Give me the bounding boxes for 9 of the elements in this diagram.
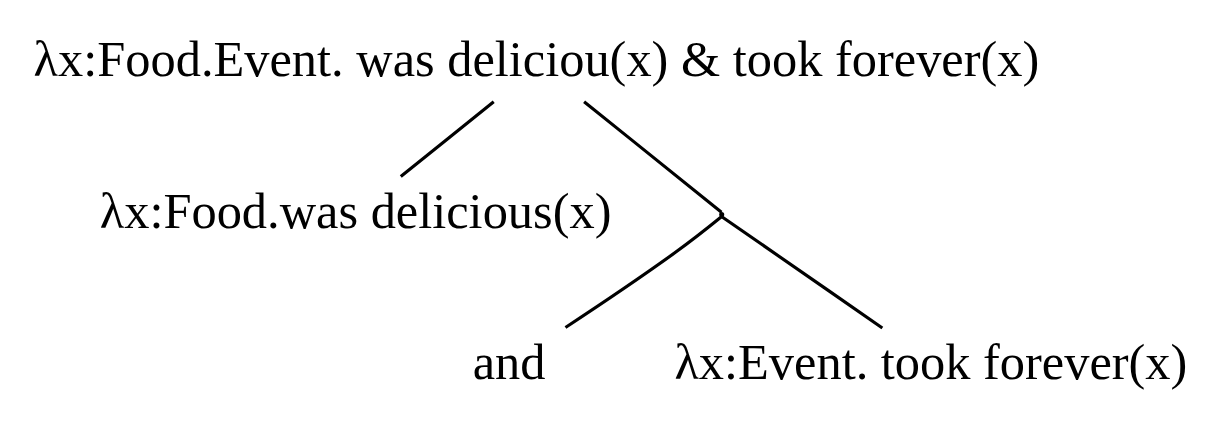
connector [720, 215, 884, 330]
connector [399, 100, 495, 178]
node-text: and [472, 333, 546, 390]
node-text: λx:Event. took forever(x) [674, 333, 1188, 390]
node-text: λx:Food.Event. was deliciou(x) & took forever(x) [33, 31, 1040, 88]
node-point [719, 211, 725, 218]
connector [564, 215, 723, 329]
connector [583, 100, 723, 214]
node-text: λx:Food.was delicious(x) [99, 182, 612, 239]
